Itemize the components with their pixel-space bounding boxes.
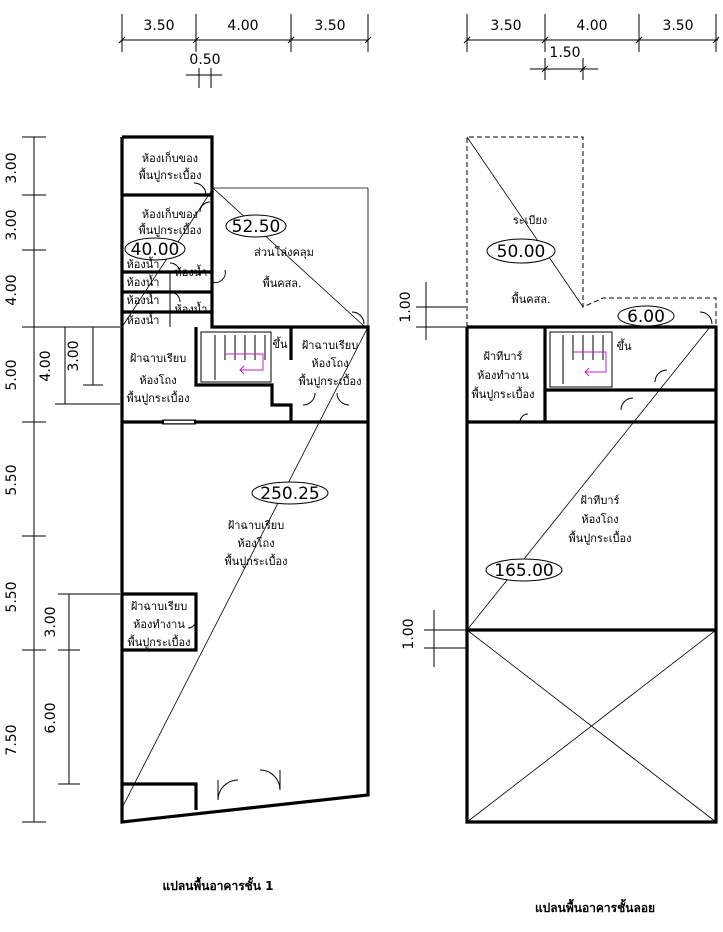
area-storage-bath: 40.00	[131, 240, 180, 260]
dim-left-4: 5.00	[4, 359, 20, 390]
room-work-ceiling: ฝ้าทีบาร์	[484, 350, 523, 363]
dim-top-right-3: 3.50	[662, 18, 693, 34]
room-mezz-main-floor: พื้นปูกระเบื้อง	[569, 530, 632, 545]
area-small: 6.00	[627, 307, 665, 327]
area-terrace: 50.00	[497, 242, 546, 262]
room-storage-2-floor: พื้นปูกระเบื้อง	[139, 222, 202, 237]
room-office-name: ห้องทำงาน	[133, 618, 185, 631]
stair-mezzanine-up-label: ขึ้น	[616, 338, 632, 353]
dim-top-right-1: 3.50	[490, 18, 521, 34]
room-hall-1-ceiling: ฝ้าฉาบเรียบ	[130, 352, 186, 365]
room-office-floor: พื้นปูกระเบื้อง	[128, 634, 191, 649]
room-mezz-main-name: ห้องโถง	[581, 512, 618, 526]
dim-top-right-4: 1.50	[549, 45, 580, 61]
room-main-ceiling: ฝ้าฉาบเรียบ	[228, 519, 284, 532]
room-work-name: ห้องทำงาน	[477, 369, 529, 382]
dim-inner-4: 6.00	[43, 702, 59, 733]
room-hall-2-name: ห้องโถง	[311, 356, 348, 370]
room-bath-5: ห้องน้ำ	[175, 301, 208, 316]
room-storage-1-floor: พื้นปูกระเบื้อง	[139, 167, 202, 182]
room-courtyard-floor: พื้นคสล.	[262, 275, 301, 290]
ground-floor-plan: 52.50 40.00 250.25 ห้องเก็บของ พื้นปูกระ…	[120, 135, 370, 824]
dim-top-left-2: 4.00	[227, 18, 258, 34]
dim-top-left-1: 3.50	[143, 18, 174, 34]
room-terrace-floor: พื้นคสล.	[511, 291, 550, 306]
dim-inner-2: 3.00	[66, 340, 82, 371]
caption-mezzanine: แปลนพื้นอาคารชั้นลอย	[535, 898, 655, 915]
room-bath-3: ห้องน้ำ	[127, 274, 160, 289]
room-storage-1-name: ห้องเก็บของ	[142, 151, 198, 165]
room-hall-1-floor: พื้นปูกระเบื้อง	[127, 390, 190, 405]
mezzanine-plan: 50.00 6.00 165.00 ระเบียง พื้นคสล. ฝ้าที…	[465, 136, 718, 824]
area-courtyard: 52.50	[232, 217, 281, 237]
room-storage-2-name: ห้องเก็บของ	[142, 207, 198, 221]
room-mezz-main-ceiling: ฝ้าทีบาร์	[581, 494, 620, 507]
room-main-name: ห้องโถง	[237, 536, 274, 550]
left-dimensions-inner: 4.00 3.00 3.00 6.00	[38, 327, 120, 785]
stair-ground	[200, 331, 272, 383]
dim-left-2: 3.00	[4, 209, 20, 240]
dim-left-6: 5.50	[4, 581, 20, 612]
dim-inner-3: 3.00	[43, 606, 59, 637]
dim-inner-1: 4.00	[38, 350, 54, 381]
room-bath-6: ห้องน้ำ	[127, 312, 160, 327]
dim-top-right-2: 4.00	[576, 18, 607, 34]
room-terrace-name: ระเบียง	[513, 214, 547, 227]
room-bath-1: ห้องน้ำ	[127, 256, 160, 271]
room-courtyard-name: ส่วนโล่งคลุม	[254, 245, 314, 259]
dim-right-1: 1.00	[398, 291, 414, 322]
room-hall-2-ceiling: ฝ้าฉาบเรียบ	[302, 339, 358, 352]
room-hall-2-floor: พื้นปูกระเบื้อง	[299, 373, 362, 388]
dim-top-left-4: 0.50	[189, 52, 220, 68]
area-ground-total: 250.25	[260, 484, 319, 504]
room-hall-1-name: ห้องโถง	[139, 373, 176, 387]
right-side-dimensions: 1.00 1.00	[398, 282, 466, 667]
dim-right-2: 1.00	[401, 618, 417, 649]
room-main-floor: พื้นปูกระเบื้อง	[225, 553, 288, 568]
top-dimensions-right: 3.50 4.00 3.50 1.50	[463, 14, 720, 80]
room-bath-4: ห้องน้ำ	[127, 292, 160, 307]
dim-left-7: 7.50	[4, 724, 20, 755]
left-dimensions-outer: 3.00 3.00 4.00 5.00 5.50 5.50 7.50	[4, 136, 120, 823]
dim-left-1: 3.00	[4, 152, 20, 183]
top-dimensions-left: 3.50 4.00 3.50 0.50	[118, 14, 372, 88]
room-office-ceiling: ฝ้าฉาบเรียบ	[131, 600, 187, 613]
dim-left-3: 4.00	[4, 274, 20, 305]
stair-mezzanine	[549, 331, 613, 388]
dim-top-left-3: 3.50	[314, 18, 345, 34]
room-work-floor: พื้นปูกระเบื้อง	[472, 386, 535, 401]
caption-ground-floor: แปลนพื้นอาคารชั้น 1	[162, 876, 273, 893]
stair-ground-up-label: ขึ้น	[272, 336, 288, 351]
area-mezzanine-main: 165.00	[494, 561, 553, 581]
dim-left-5: 5.50	[4, 464, 20, 495]
room-bath-2: ห้องน้ำ	[175, 264, 208, 279]
